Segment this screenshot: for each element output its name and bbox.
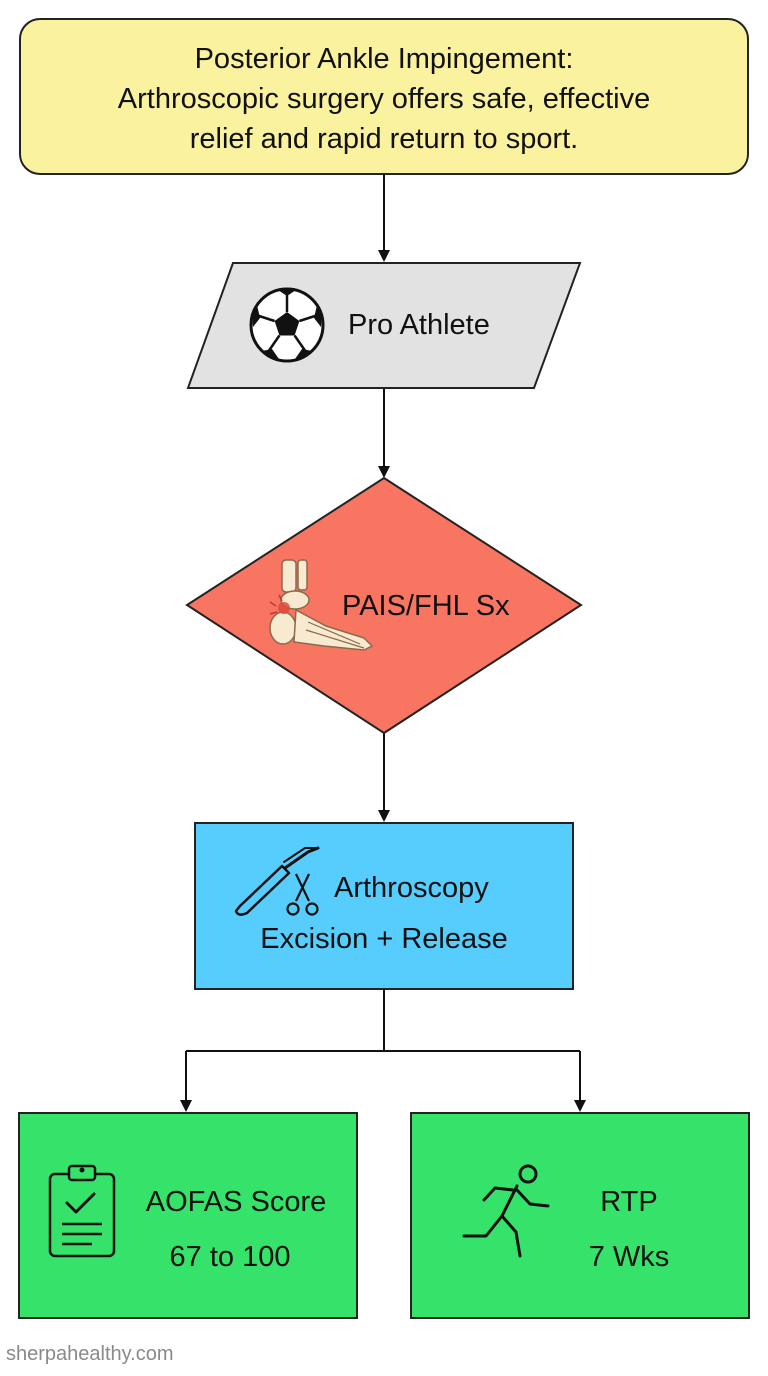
clipboard-check-icon bbox=[48, 1164, 116, 1258]
title-line-1: Posterior Ankle Impingement: bbox=[195, 43, 574, 75]
symptoms-node: PAIS/FHL Sx bbox=[185, 476, 583, 735]
connectors bbox=[180, 175, 586, 1112]
title-box: Posterior Ankle Impingement: Arthroscopi… bbox=[19, 18, 749, 175]
procedure-line-1: Arthroscopy bbox=[334, 872, 489, 904]
title-line-2: Arthroscopic surgery offers safe, effect… bbox=[118, 83, 650, 115]
soccer-ball-icon bbox=[249, 287, 325, 363]
rtp-node: RTP 7 Wks bbox=[410, 1112, 750, 1319]
aofas-node: AOFAS Score 67 to 100 bbox=[18, 1112, 358, 1319]
watermark-text: sherpahealthy.com bbox=[6, 1343, 174, 1365]
athlete-node: Pro Athlete bbox=[186, 262, 582, 389]
arthroscope-scissors-icon bbox=[234, 846, 320, 916]
title-line-3: relief and rapid return to sport. bbox=[190, 123, 578, 155]
rtp-line-2: 7 Wks bbox=[589, 1241, 670, 1273]
aofas-line-1: AOFAS Score bbox=[146, 1186, 327, 1218]
rtp-line-1: RTP bbox=[600, 1186, 657, 1218]
aofas-line-2: 67 to 100 bbox=[170, 1241, 291, 1273]
symptoms-label: PAIS/FHL Sx bbox=[342, 590, 510, 622]
procedure-line-2: Excision + Release bbox=[260, 923, 507, 955]
ankle-bones-icon bbox=[269, 559, 374, 651]
athlete-label: Pro Athlete bbox=[348, 309, 490, 341]
running-person-icon bbox=[462, 1164, 550, 1258]
procedure-node: Arthroscopy Excision + Release bbox=[194, 822, 574, 990]
